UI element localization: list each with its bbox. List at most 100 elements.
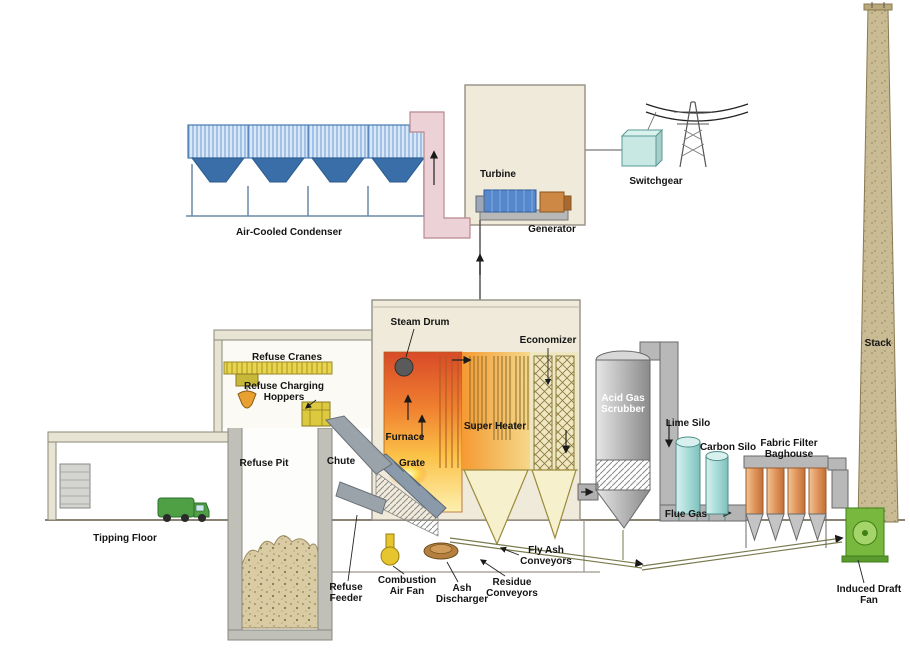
- turbine-inlet-end: [475, 195, 485, 213]
- label-acid-gas-scrubber-1: Acid Gas: [601, 393, 645, 404]
- generator-unit: [539, 191, 565, 213]
- label-tipping-floor: Tipping Floor: [93, 533, 157, 544]
- condenser-fan-cone: [371, 157, 425, 183]
- economizer-bank: [533, 355, 553, 471]
- label-acid-gas-scrubber-2: Scrubber: [601, 404, 645, 415]
- truck-wheel: [163, 514, 171, 522]
- fly-ash-conveyor-line: [449, 537, 644, 568]
- feed-system: [325, 415, 393, 515]
- superheater-tube-bank: [515, 356, 529, 430]
- residue-conveyors-leader: [479, 559, 506, 577]
- truck-body: [157, 497, 195, 518]
- stack: [857, 2, 899, 523]
- label-furnace: Furnace: [386, 432, 425, 443]
- label-air-cooled-condenser: Air-Cooled Condenser: [236, 227, 342, 238]
- fly-ash-conveyors-leader: [499, 546, 520, 556]
- boiler-ash-hopper: [463, 469, 529, 546]
- ash-discharger-opening: [429, 544, 453, 554]
- scrubber-vessel: [595, 359, 651, 461]
- label-lime-silo: Lime Silo: [666, 418, 710, 429]
- labels: Air-Cooled Condenser Turbine Generator S…: [93, 169, 902, 606]
- label-refuse-charging-hoppers-1: Refuse Charging: [244, 381, 324, 392]
- baghouse-cell: [808, 467, 827, 515]
- label-stack: Stack: [865, 338, 892, 349]
- tower-bracing: [681, 129, 705, 157]
- baghouse-hopper: [808, 513, 827, 542]
- turbine-casing-segments: [491, 190, 533, 212]
- condenser-fan-cone: [251, 157, 305, 183]
- label-induced-draft-fan-2: Fan: [860, 595, 878, 606]
- baghouse-cell: [745, 467, 764, 515]
- baghouse-outlet-elbow: [827, 457, 847, 471]
- combustion-air-fan-leader: [392, 565, 405, 575]
- label-switchgear: Switchgear: [629, 176, 682, 187]
- acid-gas-scrubber: [577, 341, 679, 529]
- scrubber-hatched-section: [595, 459, 651, 491]
- label-fly-ash-conveyors-2: Conveyors: [520, 556, 572, 567]
- baghouse-hopper: [787, 513, 806, 542]
- label-economizer: Economizer: [520, 335, 577, 346]
- label-generator: Generator: [528, 224, 576, 235]
- power-line-lower: [645, 111, 749, 122]
- label-induced-draft-fan-1: Induced Draft: [837, 584, 902, 595]
- truck-wheel: [198, 514, 206, 522]
- baghouse-hopper: [766, 513, 785, 542]
- label-refuse-cranes: Refuse Cranes: [252, 352, 322, 363]
- crane-hall-left-wall: [213, 339, 223, 433]
- baghouse-outlet-downcomer: [831, 469, 849, 509]
- label-turbine: Turbine: [480, 169, 516, 180]
- label-refuse-feeder-2: Feeder: [330, 593, 363, 604]
- label-chute: Chute: [327, 456, 356, 467]
- steam-drum-vessel: [394, 357, 414, 377]
- induced-draft-fan: [841, 507, 889, 563]
- id-fan-hub: [862, 530, 868, 536]
- switchgear-top-face: [620, 129, 664, 137]
- garage-door: [59, 463, 91, 509]
- lime-silo-top: [675, 436, 701, 448]
- tower-leg: [679, 101, 692, 168]
- label-fabric-filter-baghouse-2: Baghouse: [765, 449, 814, 460]
- label-refuse-feeder-1: Refuse: [329, 582, 363, 593]
- refuse-feeder-leader: [347, 514, 358, 582]
- switchgear: [585, 128, 664, 168]
- fly-ash-conveyor-line: [449, 541, 643, 569]
- id-fan-base: [841, 555, 889, 563]
- pit-bottom-slab: [227, 629, 333, 641]
- superheater-pass: [462, 352, 530, 470]
- bottom-equipment: [380, 533, 459, 566]
- carbon-silo: [705, 451, 729, 521]
- condenser-fans: [191, 157, 425, 183]
- air-fan-duct: [385, 533, 395, 549]
- label-super-heater: Super Heater: [464, 421, 526, 432]
- waterwall-tubes: [439, 356, 459, 468]
- residue-conveyor-line: [641, 534, 844, 567]
- condenser-fan-cone: [191, 157, 245, 183]
- switchgear-front-face: [621, 135, 657, 167]
- superheater-tube-bank: [469, 356, 487, 430]
- refuse-pit: [227, 423, 333, 641]
- tower-leg: [694, 101, 707, 168]
- label-ash-discharger-2: Discharger: [436, 594, 488, 605]
- baghouse-cell: [787, 467, 806, 515]
- tipping-floor-roof: [47, 431, 229, 443]
- induced-draft-fan-leader: [857, 559, 865, 584]
- stack-body: [857, 7, 899, 523]
- steam-drum-leader: [405, 328, 415, 358]
- label-grate: Grate: [399, 458, 426, 469]
- ash-discharger-leader: [446, 561, 459, 583]
- garage-door-slats: [60, 471, 90, 505]
- garbage-truck: [157, 497, 210, 522]
- lime-silo: [675, 436, 701, 521]
- turbine-building: [464, 84, 586, 226]
- economizer-bank: [555, 355, 575, 471]
- condenser-fan-cone: [311, 157, 365, 183]
- label-steam-drum: Steam Drum: [391, 317, 450, 328]
- crane-grapple: [237, 390, 257, 409]
- truck-window: [195, 504, 205, 512]
- label-combustion-air-fan-1: Combustion: [378, 575, 436, 586]
- label-carbon-silo: Carbon Silo: [700, 442, 756, 453]
- residue-conveyor-line: [641, 541, 843, 571]
- chute-body: [325, 415, 393, 475]
- pit-left-wall: [227, 423, 243, 637]
